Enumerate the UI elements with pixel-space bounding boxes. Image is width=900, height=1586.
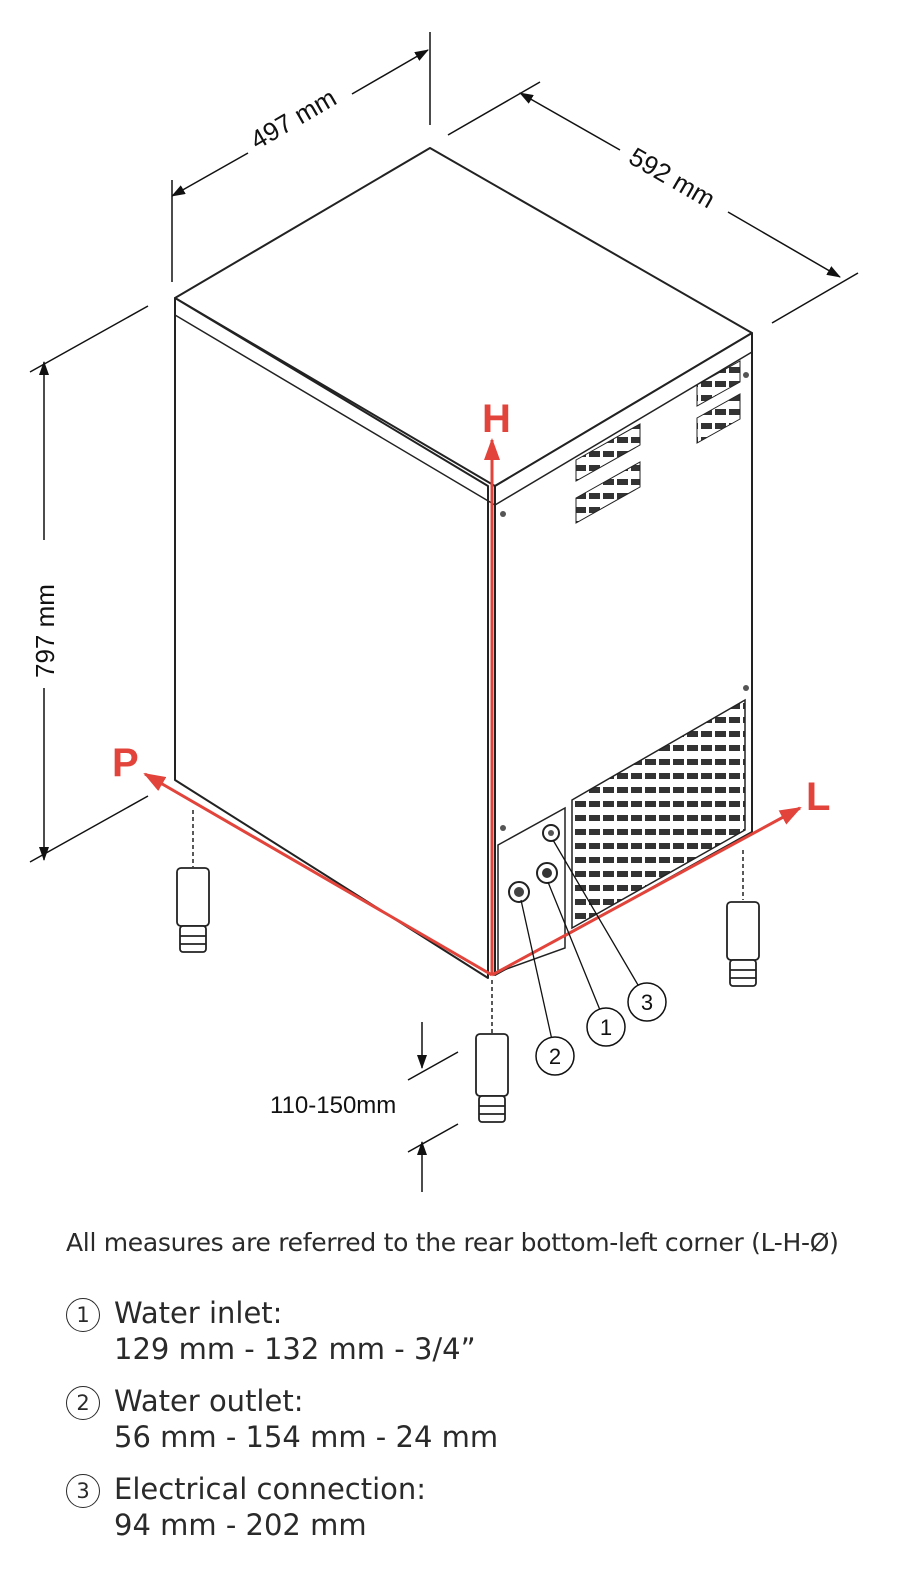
connection-values: 94 mm - 202 mm (114, 1508, 367, 1542)
condenser-grille (571, 698, 746, 930)
callout-1-label: 1 (600, 1015, 612, 1040)
foot-left (176, 810, 210, 953)
feet-label: 110-150mm (270, 1092, 396, 1119)
reference-note: All measures are referred to the rear bo… (66, 1228, 839, 1257)
foot-center (475, 980, 509, 1123)
callout-leaders (520, 839, 639, 1041)
axis-l-label: L (806, 775, 830, 819)
screws (500, 372, 749, 831)
foot-right (726, 850, 760, 987)
ice-maker-dimension-diagram: P H L 497 mm 592 mm 797 mm 110-150mm (29, 32, 859, 1192)
width-label: 497 mm (245, 82, 341, 155)
callout-1: 1 (586, 1007, 626, 1047)
reference-axes (143, 438, 802, 977)
upper-vents (575, 360, 741, 524)
connection-panel (497, 806, 566, 974)
feet (176, 810, 760, 1123)
connection-number: 2 (66, 1386, 100, 1420)
connection-values: 56 mm - 154 mm - 24 mm (114, 1420, 499, 1454)
callout-2: 2 (535, 1036, 575, 1076)
connection-number: 1 (66, 1298, 100, 1332)
connection-label: Water outlet: (114, 1384, 304, 1418)
axis-h-label: H (482, 397, 511, 441)
feet-dimension (407, 1022, 459, 1192)
axis-l-line (491, 806, 802, 977)
callout-3: 3 (627, 982, 667, 1022)
notes-section: All measures are referred to the rear bo… (0, 1210, 900, 1586)
height-label: 797 mm (30, 584, 60, 678)
callout-3-label: 3 (641, 990, 653, 1015)
connection-label: Electrical connection: (114, 1472, 427, 1506)
depth-dimension (447, 81, 859, 324)
callout-2-label: 2 (549, 1044, 561, 1069)
connection-label: Water inlet: (114, 1296, 283, 1330)
width-dimension (171, 32, 431, 282)
axis-p-label: P (112, 741, 139, 785)
connection-values: 129 mm - 132 mm - 3/4” (114, 1332, 476, 1366)
axis-p-line (143, 772, 493, 977)
depth-label: 592 mm (624, 141, 720, 214)
height-dimension (29, 305, 149, 863)
connection-number: 3 (66, 1474, 100, 1508)
